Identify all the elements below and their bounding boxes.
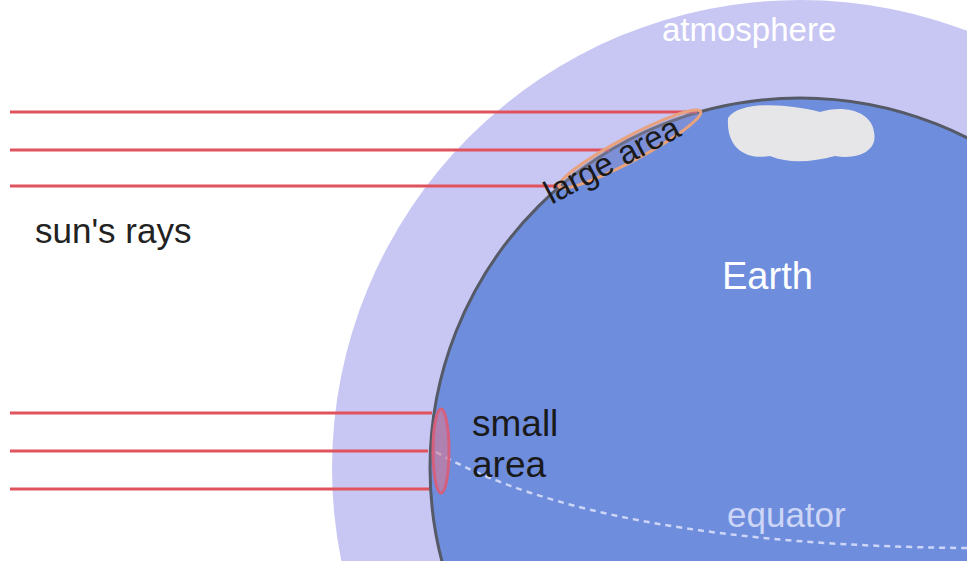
polar-ice (728, 105, 875, 161)
rays-label: sun's rays (35, 212, 191, 251)
atmosphere-label: atmosphere (662, 12, 836, 48)
area-label: small area (472, 404, 558, 485)
small-area-ellipse (433, 409, 449, 493)
atmosphere-layer (332, 0, 967, 561)
equator-label: equator (727, 496, 846, 535)
earth-label: Earth (722, 256, 813, 298)
earth-globe (430, 98, 967, 561)
